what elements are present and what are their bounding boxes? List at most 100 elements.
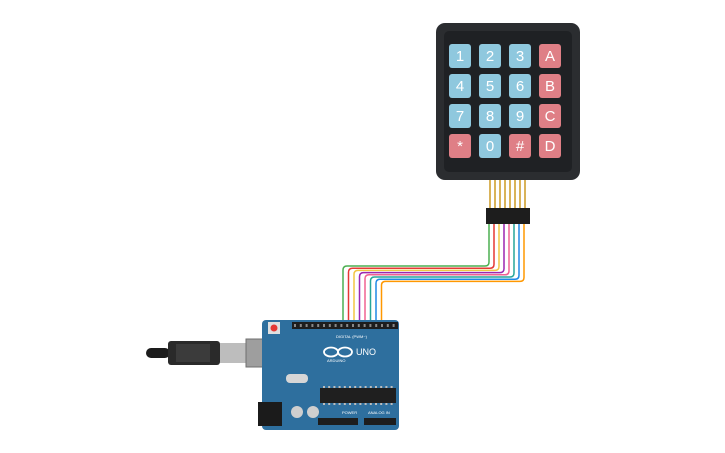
keypad-key-1[interactable]: 1 [449, 44, 471, 68]
keypad-key-label: 2 [486, 48, 494, 65]
wire-3[interactable] [353, 224, 500, 325]
keypad-key-label: C [545, 108, 556, 125]
header-pin [352, 324, 354, 327]
keypad-key-cap [449, 134, 471, 158]
keypad-key-label: 3 [516, 48, 524, 65]
keypad-key-9[interactable]: 9 [509, 104, 531, 128]
keypad-key-B[interactable]: B [539, 74, 561, 98]
keypad-key-cap [449, 74, 471, 98]
power-label: POWER [342, 410, 357, 415]
digital-header[interactable] [292, 322, 398, 329]
keypad-key-#[interactable]: # [509, 134, 531, 158]
keypad-key-label: 6 [516, 78, 524, 95]
chip-pin [338, 386, 341, 388]
keypad-key-label: B [545, 78, 555, 95]
keypad-key-D[interactable]: D [539, 134, 561, 158]
ribbon-pin [509, 180, 511, 208]
power-jack[interactable] [258, 402, 282, 426]
wire-6[interactable] [369, 224, 515, 325]
wire-2[interactable] [347, 224, 495, 325]
capacitor-1 [291, 406, 303, 418]
keypad-key-cap [479, 74, 501, 98]
chip-pin [349, 386, 351, 388]
ribbon-pin [519, 180, 521, 208]
header-pin [328, 324, 331, 327]
keypad-key-cap [539, 104, 561, 128]
header-pin [386, 324, 389, 327]
keypad-key-C[interactable]: C [539, 104, 561, 128]
chip-pin [359, 403, 362, 405]
keypad-key-label: 8 [486, 108, 494, 125]
chip-pin [333, 403, 336, 405]
keypad-key-6[interactable]: 6 [509, 74, 531, 98]
chip-pin [364, 403, 367, 405]
header-pin [334, 324, 337, 327]
keypad-key-cap [509, 104, 531, 128]
keypad-key-5[interactable]: 5 [479, 74, 501, 98]
keypad-key-3[interactable]: 3 [509, 44, 531, 68]
chip-pin [390, 386, 393, 388]
power-header[interactable] [318, 418, 358, 425]
keypad-key-label: 1 [456, 48, 464, 65]
header-pin [323, 324, 325, 327]
crystal [286, 374, 308, 383]
keypad-key-0[interactable]: 0 [479, 134, 501, 158]
header-pin [294, 324, 296, 327]
header-pin [392, 324, 395, 327]
keypad-key-label: * [457, 138, 463, 155]
ribbon-pin [524, 180, 526, 208]
header-pin [381, 324, 383, 327]
reset-button-cap [270, 324, 278, 332]
keypad-key-cap [539, 74, 561, 98]
wire-4[interactable] [358, 224, 505, 325]
keypad-key-7[interactable]: 7 [449, 104, 471, 128]
wire-8[interactable] [380, 224, 525, 325]
keypad-key-*[interactable]: * [449, 134, 471, 158]
keypad-key-label: 7 [456, 108, 464, 125]
microcontroller-chip [320, 388, 396, 403]
keypad-key-label: # [516, 138, 525, 155]
keypad-key-label: 5 [486, 78, 494, 95]
chip-pin [369, 403, 372, 405]
chip-pin [364, 386, 367, 388]
chip-pin [333, 386, 336, 388]
header-pin [311, 324, 314, 327]
wire-5[interactable] [364, 224, 510, 325]
keypad-key-label: A [545, 48, 555, 65]
keypad-key-cap [479, 44, 501, 68]
header-pin [346, 324, 349, 327]
chip-pin [343, 403, 346, 405]
keypad-key-4[interactable]: 4 [449, 74, 471, 98]
keypad-key-label: 0 [486, 138, 494, 155]
header-pin [317, 324, 320, 327]
ribbon-pin [504, 180, 506, 208]
model-label: UNO [356, 347, 376, 357]
chip-pin [380, 403, 383, 405]
arduino-uno-board[interactable]: DIGITAL (PWM~) ARDUINO UNO POWER ANALOG … [258, 320, 399, 430]
chip-pin [380, 386, 383, 388]
keypad-key-2[interactable]: 2 [479, 44, 501, 68]
keypad-key-8[interactable]: 8 [479, 104, 501, 128]
keypad-key-A[interactable]: A [539, 44, 561, 68]
keypad-key-cap [509, 44, 531, 68]
chip-pin [354, 386, 357, 388]
keypad-connector-header[interactable] [486, 208, 530, 224]
usb-cable[interactable] [146, 338, 277, 368]
header-pin [363, 324, 366, 327]
header-pin [375, 324, 378, 327]
chip-pin [375, 403, 377, 405]
brand-label: ARDUINO [327, 358, 345, 363]
wire-bundle[interactable] [342, 224, 525, 325]
chip-pin [359, 386, 362, 388]
chip-pin [385, 386, 388, 388]
wire-1[interactable] [342, 224, 490, 325]
keypad-key-cap [479, 104, 501, 128]
keypad-key-cap [539, 44, 561, 68]
ribbon-pin [514, 180, 516, 208]
keypad-key-cap [509, 134, 531, 158]
wire-7[interactable] [375, 224, 520, 325]
analog-header[interactable] [364, 418, 396, 425]
